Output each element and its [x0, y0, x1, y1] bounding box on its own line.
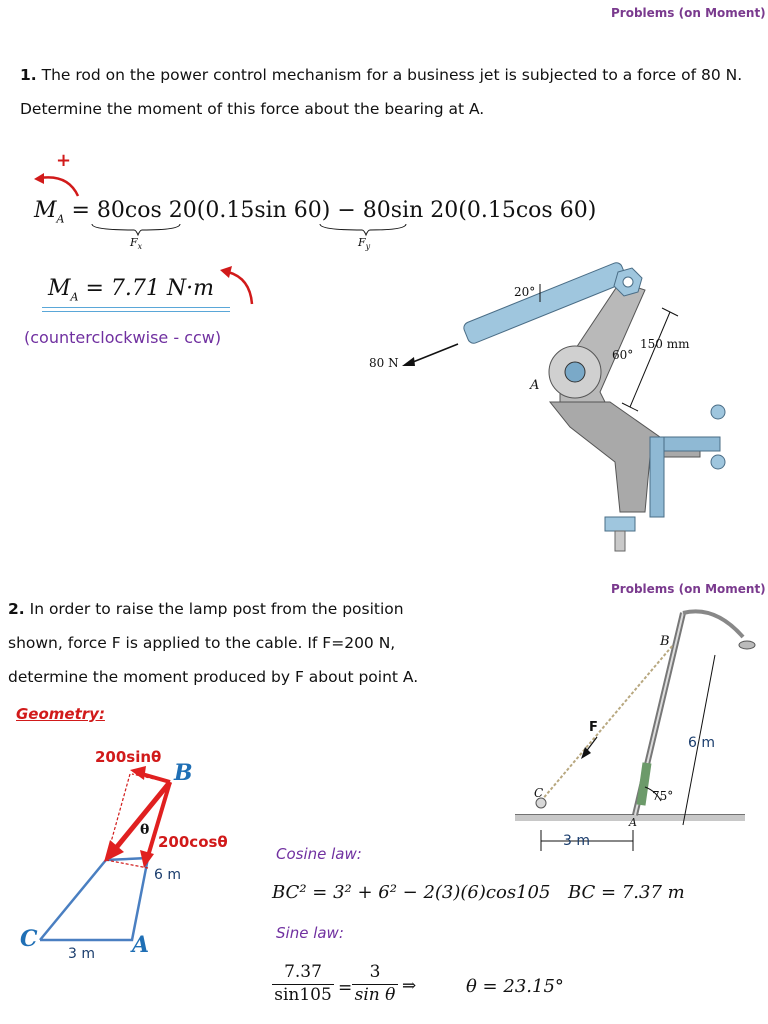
sine-den-2: sin θ	[354, 985, 396, 1005]
sine-fraction-1: 7.37 sin105	[272, 962, 334, 1005]
point-a-label: A	[132, 932, 150, 958]
bc-result: BC = 7.37 m	[568, 882, 685, 903]
section-header: Problems (on Moment)	[611, 582, 766, 596]
problem-1-statement: 1. The rod on the power control mechanis…	[20, 58, 750, 126]
fig1-force-80n: 80 N	[369, 356, 399, 370]
mechanism-figure	[402, 262, 726, 552]
fig2-point-b: B	[660, 634, 670, 649]
sine-den-1: sin105	[274, 985, 332, 1005]
fig1-angle-20: 20°	[514, 285, 536, 299]
geometry-label: Geometry:	[16, 705, 105, 723]
underbraces	[91, 223, 407, 237]
problem-2-text: In order to raise the lamp post from the…	[8, 600, 419, 686]
fig1-angle-60: 60°	[612, 348, 634, 362]
fig2-point-c: C	[534, 786, 544, 800]
theta-label: θ	[140, 822, 150, 838]
sine-fraction-2: 3 sin θ	[352, 962, 398, 1005]
theta-result: θ = 23.15°	[466, 976, 564, 997]
fy-label: Fy	[358, 236, 371, 252]
moment-subscript: A	[56, 212, 65, 226]
fig2-point-a: A	[629, 816, 637, 829]
problem-1-text: The rod on the power control mechanism f…	[20, 66, 743, 118]
problem-2-number: 2.	[8, 600, 25, 618]
equals-sign: =	[338, 978, 353, 998]
side-3m-label: 3 m	[68, 946, 95, 962]
result-direction: (counterclockwise - ccw)	[24, 328, 222, 347]
point-c-label: C	[20, 926, 38, 952]
problem-1-number: 1.	[20, 66, 37, 84]
page-header: Problems (on Moment)	[611, 6, 766, 20]
fig2-length-6m: 6 m	[688, 735, 715, 751]
moment-symbol: M	[34, 198, 57, 223]
result-underline-1	[42, 307, 230, 308]
moment-result: MA = 7.71 N·m	[48, 276, 214, 304]
ccw-result-arrow	[220, 266, 254, 305]
geometry-diagram	[39, 766, 172, 942]
ccw-sign-arrow	[34, 173, 80, 197]
fig2-force-f: F	[589, 720, 598, 735]
lamp-post-figure	[515, 609, 756, 851]
sine-num-2: 3	[352, 962, 398, 985]
fig1-point-a: A	[530, 378, 540, 393]
moment-expression: = 80cos 20(0.15sin 60) − 80sin 20(0.15co…	[71, 198, 597, 223]
side-6m-label: 6 m	[154, 867, 181, 883]
fig1-length-150mm: 150 mm	[640, 337, 690, 351]
fig2-length-3m: 3 m	[563, 833, 590, 849]
problem-2-statement: 2. In order to raise the lamp post from …	[8, 592, 448, 694]
plus-sign: +	[56, 150, 72, 171]
implies-arrow: ⇒	[402, 976, 417, 996]
fx-label: Fx	[130, 236, 143, 252]
cosine-law-label: Cosine law:	[276, 845, 362, 863]
fig2-angle-75: 75°	[652, 789, 674, 803]
sine-law-label: Sine law:	[276, 924, 344, 942]
cos-component-label: 200cosθ	[158, 833, 228, 851]
result-underline-2	[42, 311, 230, 312]
point-b-label: B	[174, 760, 193, 786]
moment-equation: MA = 80cos 20(0.15sin 60) − 80sin 20(0.1…	[34, 198, 596, 225]
cosine-law-equation: BC² = 3² + 6² − 2(3)(6)cos105	[272, 882, 551, 903]
sine-num-1: 7.37	[272, 962, 334, 985]
sin-component-label: 200sinθ	[95, 748, 162, 766]
